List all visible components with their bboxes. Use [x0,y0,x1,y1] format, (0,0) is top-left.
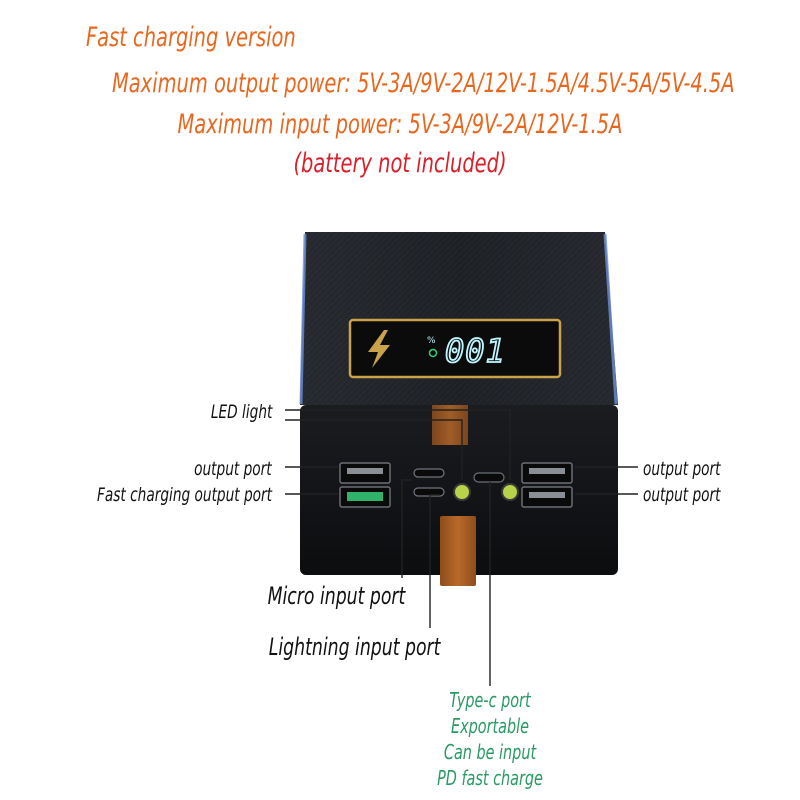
callout-lines [285,409,638,686]
left-output-port [339,462,391,484]
device-top-body [299,232,618,405]
right-output-port-1 [521,462,573,484]
label-typec-can-be-input: Can be input [443,740,537,764]
headline-max-input: Maximum input power: 5V-3A/9V-2A/12V-1.5… [177,109,623,140]
label-output-port-left: output port [194,458,272,480]
percent-symbol: % [427,336,436,346]
label-typec-pd-fast-charge: PD fast charge [437,766,543,790]
display-reading: 001 [445,332,506,370]
left-fast-output-port [339,486,391,508]
led-light-1 [453,483,471,501]
label-fast-charging-output-port: Fast charging output port [97,484,272,506]
micro-input-port [413,468,445,478]
lightning-input-port [413,487,445,497]
label-typec-exportable: Exportable [451,714,529,738]
right-output-port-2 [521,486,573,508]
label-output-port-right-2: output port [643,484,721,506]
lcd-display: % 001 [348,318,562,379]
label-lightning-input-port: Lightning input port [268,633,440,661]
headline-note: (battery not included) [293,148,507,179]
label-output-port-right-1: output port [643,458,721,480]
headline-title: Fast charging version [86,22,296,53]
label-micro-input-port: Micro input port [267,582,405,610]
label-typec-port: Type-c port [449,688,531,712]
typec-port [473,472,505,483]
cable [440,516,476,586]
status-dot-icon [428,348,438,358]
lightning-icon [368,330,390,368]
led-light-2 [501,483,519,501]
label-led-light: LED light [210,401,272,423]
headline-max-output: Maximum output power: 5V-3A/9V-2A/12V-1.… [112,68,735,99]
